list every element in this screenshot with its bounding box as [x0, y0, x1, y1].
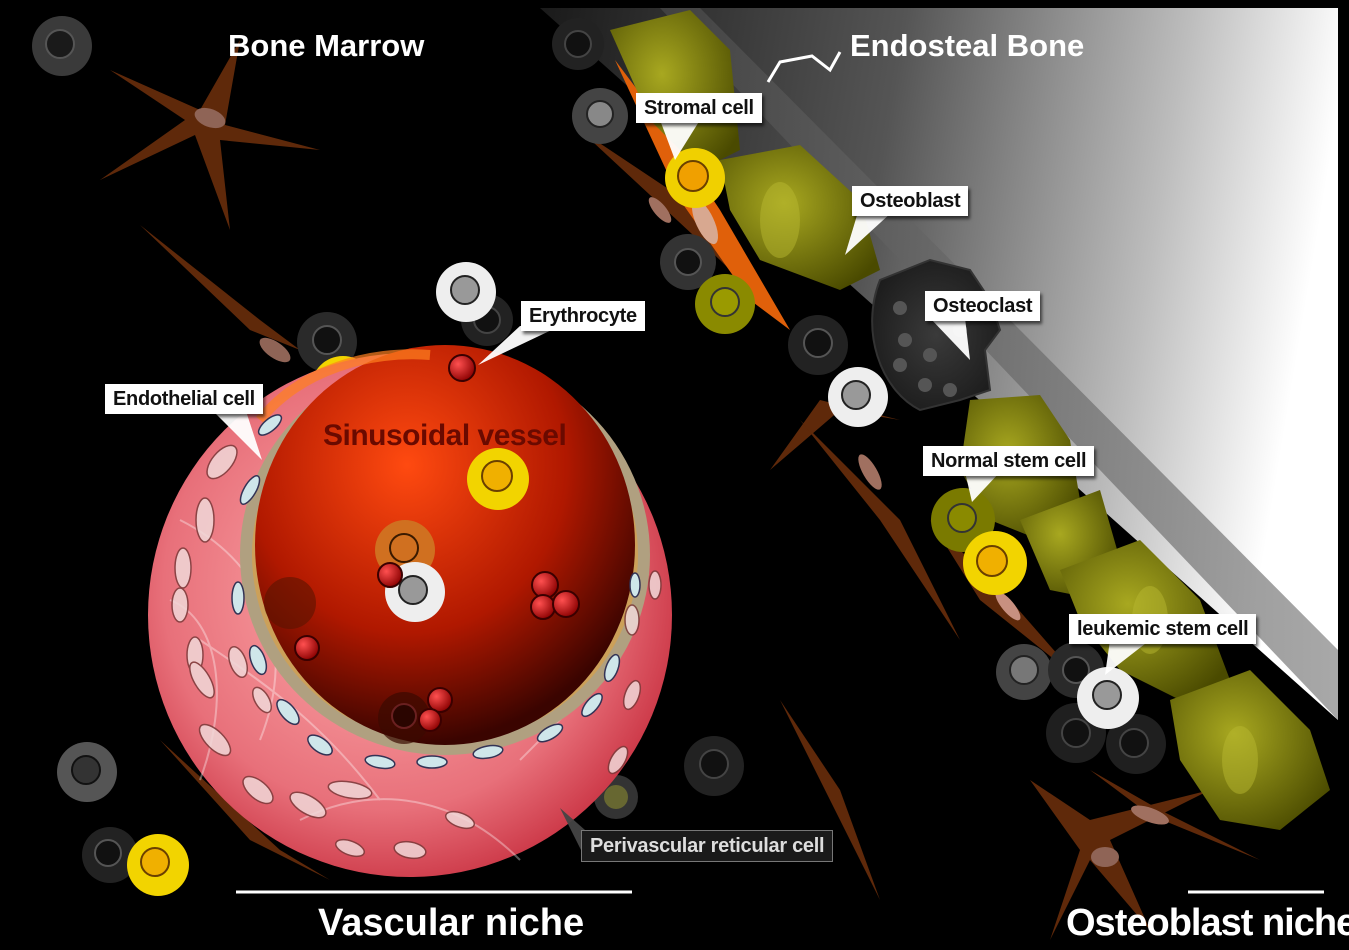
stromal-cell-callout: Stromal cell — [636, 93, 762, 123]
normal-stem-cell-callout: Normal stem cell — [923, 446, 1094, 476]
osteoclast-callout: Osteoclast — [925, 291, 1040, 321]
perivascular-reticular-cell-callout: Perivascular reticular cell — [581, 830, 833, 862]
erythrocyte-callout: Erythrocyte — [521, 301, 645, 331]
leukemic-stem-cell-callout: leukemic stem cell — [1069, 614, 1256, 644]
osteoblast-callout: Osteoblast — [852, 186, 968, 216]
vascular-niche-label: Vascular niche — [318, 902, 584, 945]
endosteal-bone-label: Endosteal Bone — [850, 28, 1084, 64]
endothelial-cell-callout: Endothelial cell — [105, 384, 263, 414]
bone-marrow-label: Bone Marrow — [228, 28, 424, 64]
sinusoidal-vessel-label: Sinusoidal vessel — [323, 419, 566, 453]
osteoblast-niche-label: Osteoblast niche — [1066, 902, 1349, 945]
